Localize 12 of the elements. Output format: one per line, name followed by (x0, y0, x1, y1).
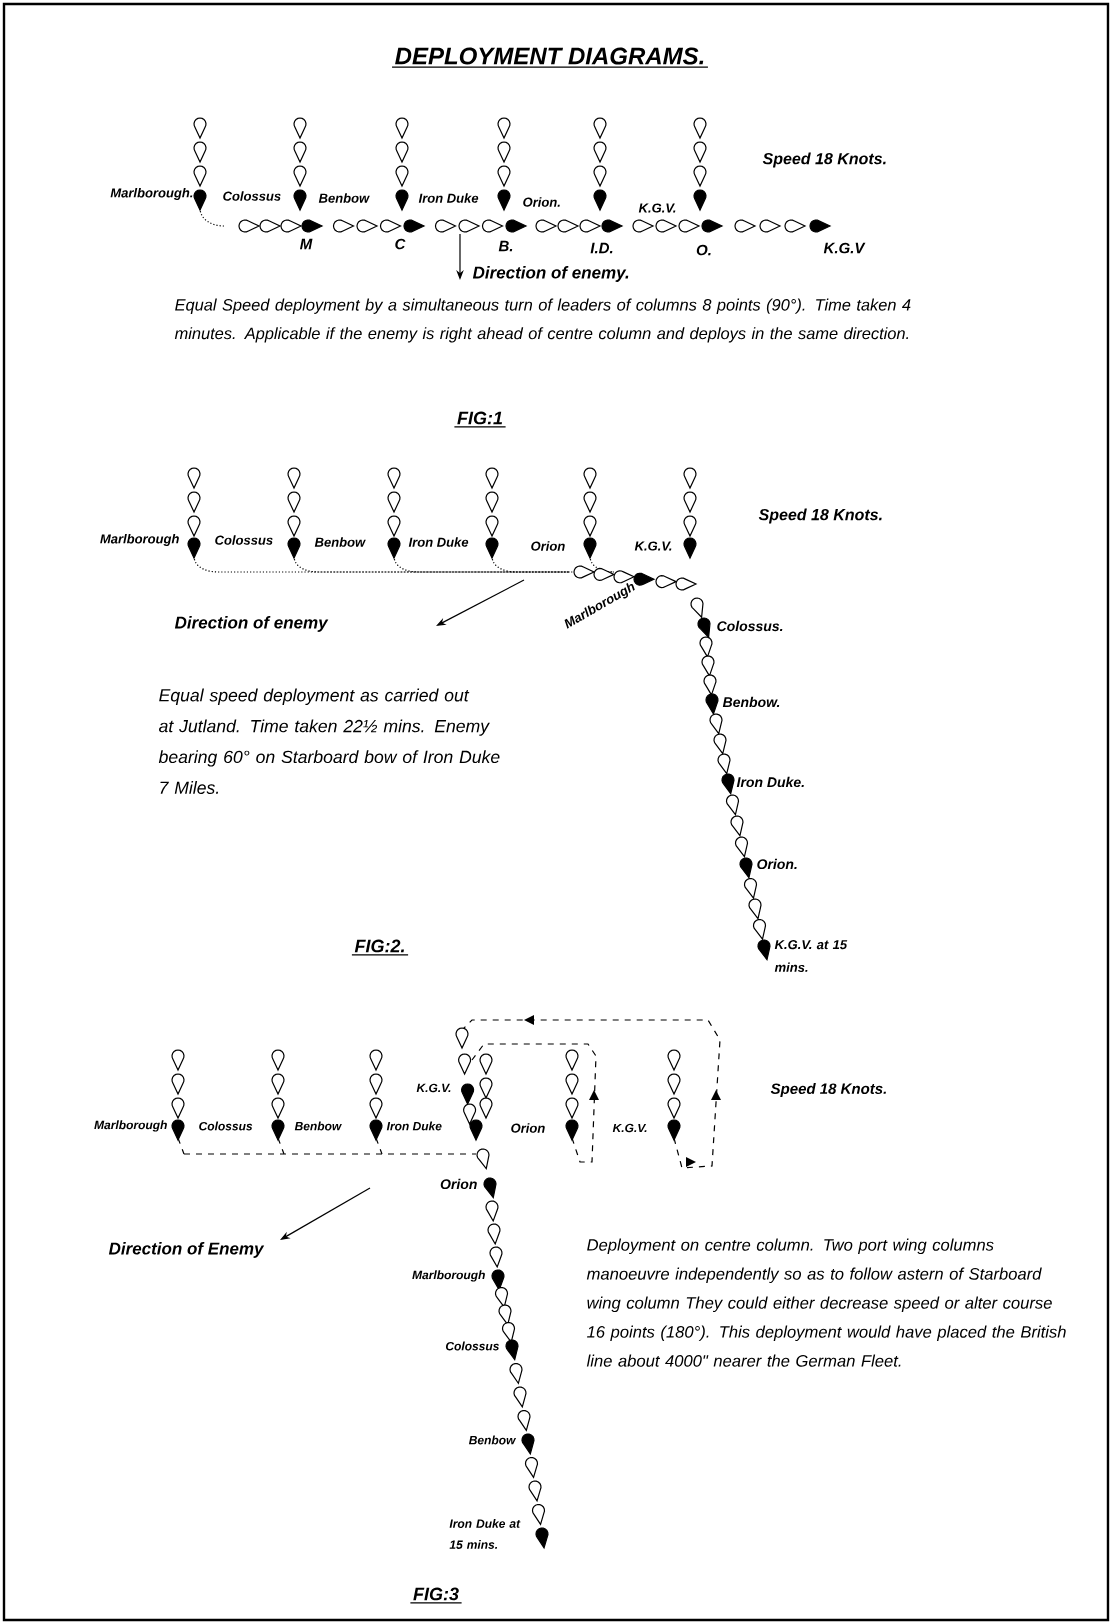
title: DEPLOYMENT DIAGRAMS. (391, 47, 709, 68)
direction-label: Direction of enemy. (472, 266, 629, 282)
direction-label: Direction of Enemy (108, 1242, 265, 1258)
figure-label: FIG:2. (351, 939, 409, 956)
caption-paragraph: Equal speed deployment as carried out at Jutland. Time taken 22½ mins. Enemy bearing 60° on Starboard bow of Iron Duke 7 Miles. (158, 688, 500, 794)
direction-label: Direction of enemy (174, 616, 329, 632)
figure-label: FIG:3 (409, 1587, 463, 1604)
speed-note: Speed 18 Knots. (762, 152, 886, 168)
figure-label: FIG:1 (453, 411, 507, 428)
speed-note: Speed 18 Knots. (758, 508, 882, 524)
caption-paragraph: Equal Speed deployment by a simultaneous turn of leaders of columns 8 points (90°). Time taken 4 minutes. Applicable if the enemy is right ahead of centre column and deploys in the same direction. (174, 298, 911, 343)
caption-paragraph: Deployment on centre column. Two port wing columns manoeuvre independently so as to follow astern of Starboard wing column They could either decrease speed or alter course 16 points (180°). This deployment would have placed the British line about 4000" nearer the German Fleet. (586, 1238, 1066, 1367)
